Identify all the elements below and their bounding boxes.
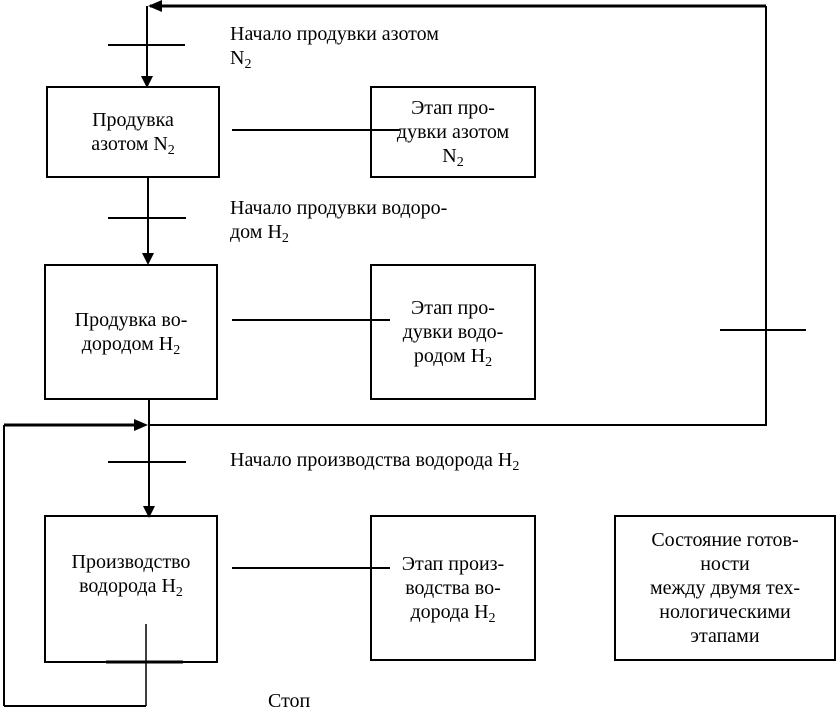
- step-label-line: водорода H: [79, 575, 176, 597]
- stage-label-line: N: [442, 145, 457, 167]
- legend-box-readiness-state: Состояние готов- ности между двумя тех- …: [614, 515, 836, 661]
- subscript: 2: [512, 459, 520, 474]
- stage-label-line: родом H: [413, 345, 486, 367]
- step-label-line: дородом H: [81, 333, 174, 355]
- stage-box-hydrogen-production: Этап произ- водства во- дорода H2: [370, 515, 536, 661]
- arrow-down-icon: [143, 506, 155, 518]
- arrow-down-icon: [141, 76, 153, 88]
- stage-label-line: водства во-: [405, 577, 501, 599]
- stage-box-nitrogen-purge: Этап про- дувки азотом N2: [370, 86, 536, 178]
- stop-label: Стоп: [268, 690, 311, 712]
- arrow-down-icon: [142, 253, 154, 265]
- legend-line: нологическими: [659, 601, 791, 623]
- stage-box-hydrogen-purge: Этап про- дувки водо- родом H2: [370, 264, 536, 400]
- subscript: 2: [175, 585, 183, 600]
- stage-label-line: Этап произ-: [401, 553, 505, 575]
- subscript: 2: [244, 57, 252, 72]
- stage-label-line: Этап про-: [411, 97, 495, 119]
- subscript: 2: [281, 231, 289, 246]
- subscript: 2: [173, 343, 181, 358]
- transition-label-line: Начало продувки водоро-: [230, 197, 448, 219]
- stage-label-line: дувки азотом: [396, 121, 510, 143]
- subscript: 2: [456, 155, 464, 170]
- transition-label-line: Начало продувки азотом: [230, 23, 439, 45]
- subscript: 2: [485, 355, 493, 370]
- step-box-nitrogen-purge: Продувка азотом N2: [46, 86, 220, 178]
- step-label-line: Продувка: [92, 109, 174, 131]
- subscript: 2: [488, 611, 496, 626]
- step-box-hydrogen-production: Производство водорода H2: [44, 515, 218, 663]
- transition-label-1: Начало продувки азотом N2: [230, 22, 439, 72]
- arrow-right-icon: [134, 419, 148, 431]
- stage-label-line: дувки водо-: [402, 321, 504, 343]
- transition-label-2: Начало продувки водоро- дом H2: [230, 196, 448, 246]
- step-label-line: Продувка во-: [74, 309, 188, 331]
- stage-label-line: Этап про-: [411, 297, 495, 319]
- step-label-line: азотом N: [91, 133, 168, 155]
- transition-label-line: Начало производства водорода H: [230, 449, 513, 471]
- legend-line: между двумя тех-: [649, 577, 801, 599]
- transition-label-line: дом H: [230, 221, 282, 243]
- legend-line: Состояние готов-: [651, 529, 799, 551]
- legend-line: этапами: [690, 625, 760, 647]
- legend-line: ности: [700, 553, 750, 575]
- stage-label-line: дорода H: [410, 601, 489, 623]
- arrow-left-icon: [148, 0, 162, 12]
- step-label-line: Производство: [71, 551, 191, 573]
- step-box-hydrogen-purge: Продувка во- дородом H2: [44, 264, 218, 400]
- transition-label-line: N: [230, 47, 245, 69]
- transition-label-3: Начало производства водорода H2: [230, 448, 520, 474]
- subscript: 2: [167, 143, 175, 158]
